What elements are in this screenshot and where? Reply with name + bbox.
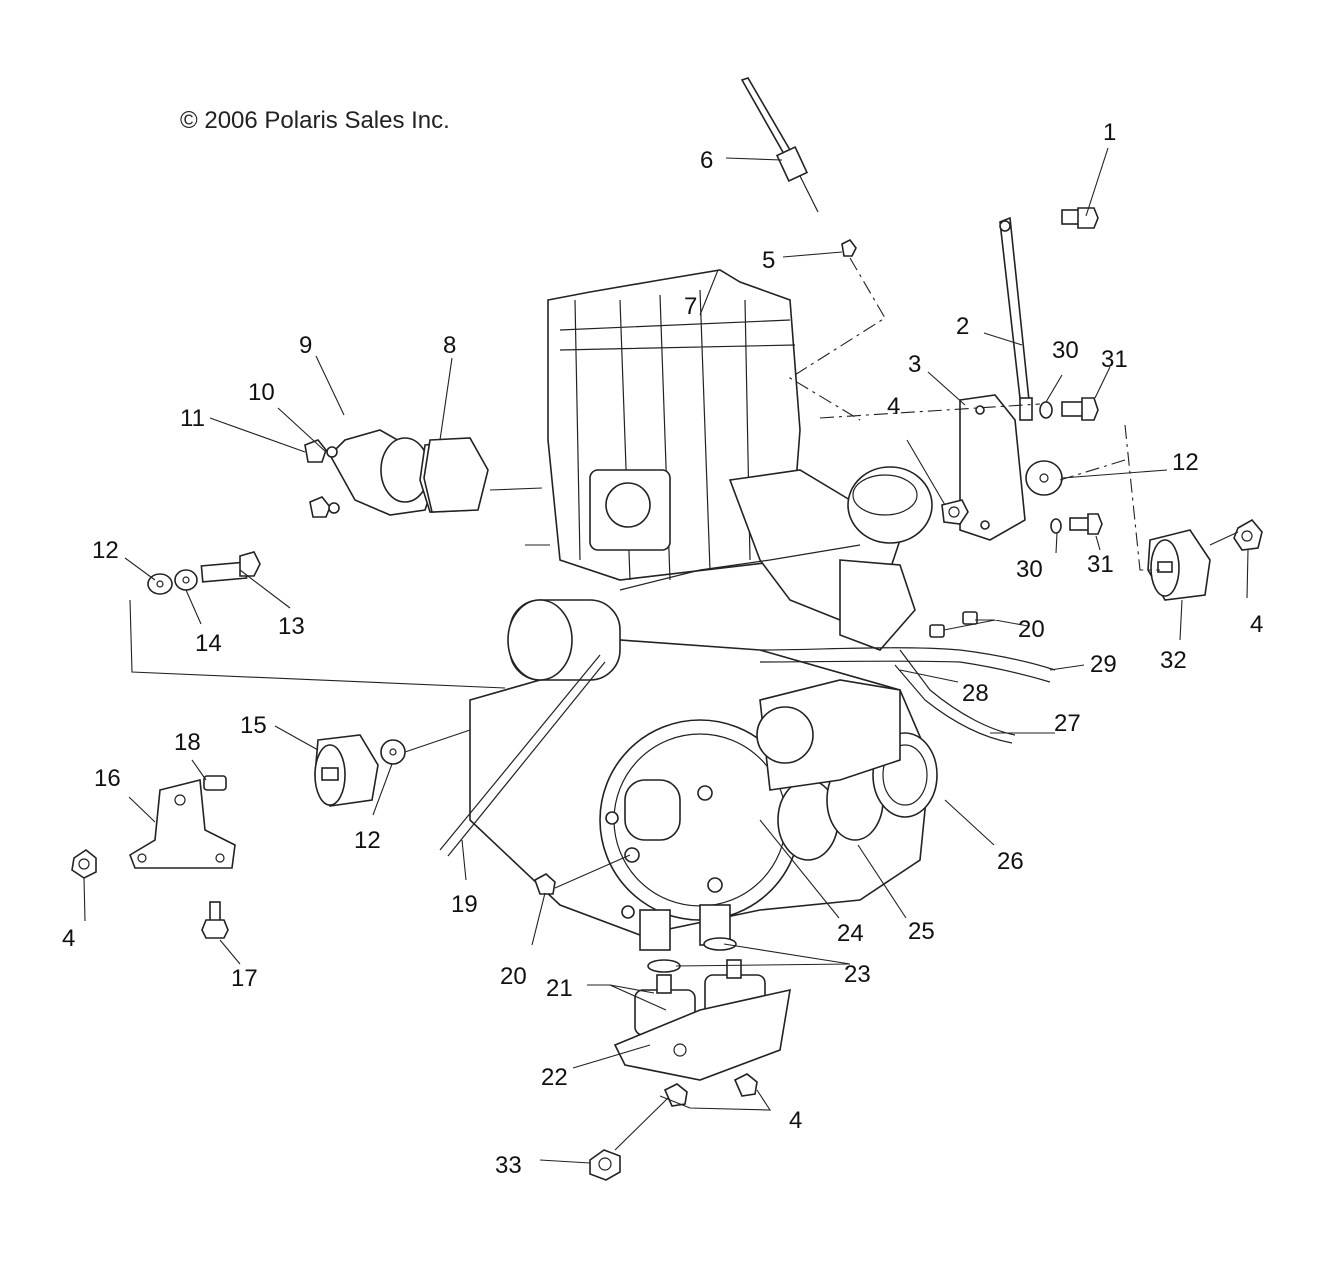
callout-8: 8 xyxy=(443,332,456,359)
callout-4-right: 4 xyxy=(1250,611,1263,638)
callout-14: 14 xyxy=(195,630,222,657)
callout-20-right: 20 xyxy=(1018,616,1045,643)
callout-32: 32 xyxy=(1160,647,1187,674)
part-6-cable xyxy=(740,77,819,213)
callout-16: 16 xyxy=(94,765,121,792)
callout-20-bottom: 20 xyxy=(500,963,527,990)
callout-25: 25 xyxy=(908,918,935,945)
part-5-nut xyxy=(841,238,857,257)
part-10-11-nuts xyxy=(304,439,340,518)
callout-10: 10 xyxy=(248,379,275,406)
part-23-washers xyxy=(647,937,737,973)
part-4-nut-a xyxy=(941,499,969,525)
callout-2: 2 xyxy=(956,313,969,340)
part-12-washer-right xyxy=(1025,460,1063,496)
callout-6: 6 xyxy=(700,147,713,174)
part-1-bolt xyxy=(1061,207,1099,229)
part-30-31-washers-bolts xyxy=(1039,397,1103,535)
part-32-mount xyxy=(1147,529,1211,601)
part-2-rod xyxy=(999,216,1033,421)
callout-31-top: 31 xyxy=(1101,346,1128,373)
part-18-nut xyxy=(203,775,227,791)
callout-23: 23 xyxy=(844,961,871,988)
callout-13: 13 xyxy=(278,613,305,640)
callout-19: 19 xyxy=(451,891,478,918)
callout-21: 21 xyxy=(546,975,573,1002)
callout-26: 26 xyxy=(997,848,1024,875)
callout-31-bottom: 31 xyxy=(1087,551,1114,578)
callout-28: 28 xyxy=(962,680,989,707)
callout-7: 7 xyxy=(684,293,697,320)
callout-11: 11 xyxy=(180,405,205,432)
callout-27: 27 xyxy=(1054,710,1081,737)
part-20-fasteners xyxy=(534,611,978,895)
callout-4-left: 4 xyxy=(62,925,75,952)
callout-9: 9 xyxy=(299,332,312,359)
leader-lines xyxy=(83,147,1249,1164)
part-12-washer-left xyxy=(380,739,406,765)
part-15-mount xyxy=(314,734,379,807)
callout-4-bottom: 4 xyxy=(789,1107,802,1134)
part-4-nuts-d xyxy=(663,1073,758,1107)
part-4-nut-c xyxy=(71,849,97,879)
callout-17: 17 xyxy=(231,965,258,992)
part-16-bracket xyxy=(129,778,236,869)
callout-labels: 1 2 3 4 4 4 4 4 5 6 7 8 9 10 11 12 12 12… xyxy=(62,119,1263,1179)
callout-30-bottom: 30 xyxy=(1016,556,1043,583)
callout-12-left: 12 xyxy=(92,537,119,564)
part-8-gasket xyxy=(423,437,489,513)
callout-5: 5 xyxy=(762,247,775,274)
callout-22: 22 xyxy=(541,1064,568,1091)
callout-30-top: 30 xyxy=(1052,337,1079,364)
callout-1: 1 xyxy=(1103,119,1116,146)
callout-15: 15 xyxy=(240,712,267,739)
part-3-bracket xyxy=(959,394,1026,541)
callout-12-right: 12 xyxy=(1172,449,1199,476)
engine-assembly xyxy=(329,269,1056,951)
callout-3: 3 xyxy=(908,351,921,378)
part-33-nut xyxy=(589,1149,621,1181)
callout-24: 24 xyxy=(837,920,864,947)
part-17-bolt xyxy=(201,901,229,939)
copyright-notice: © 2006 Polaris Sales Inc. xyxy=(180,107,450,134)
part-22-bracket xyxy=(613,988,791,1081)
callout-12-mid: 12 xyxy=(354,827,381,854)
callout-29: 29 xyxy=(1090,651,1117,678)
callout-33: 33 xyxy=(495,1152,522,1179)
part-4-nut-b xyxy=(1233,518,1263,551)
callout-4-top: 4 xyxy=(887,393,900,420)
callout-18: 18 xyxy=(174,729,201,756)
